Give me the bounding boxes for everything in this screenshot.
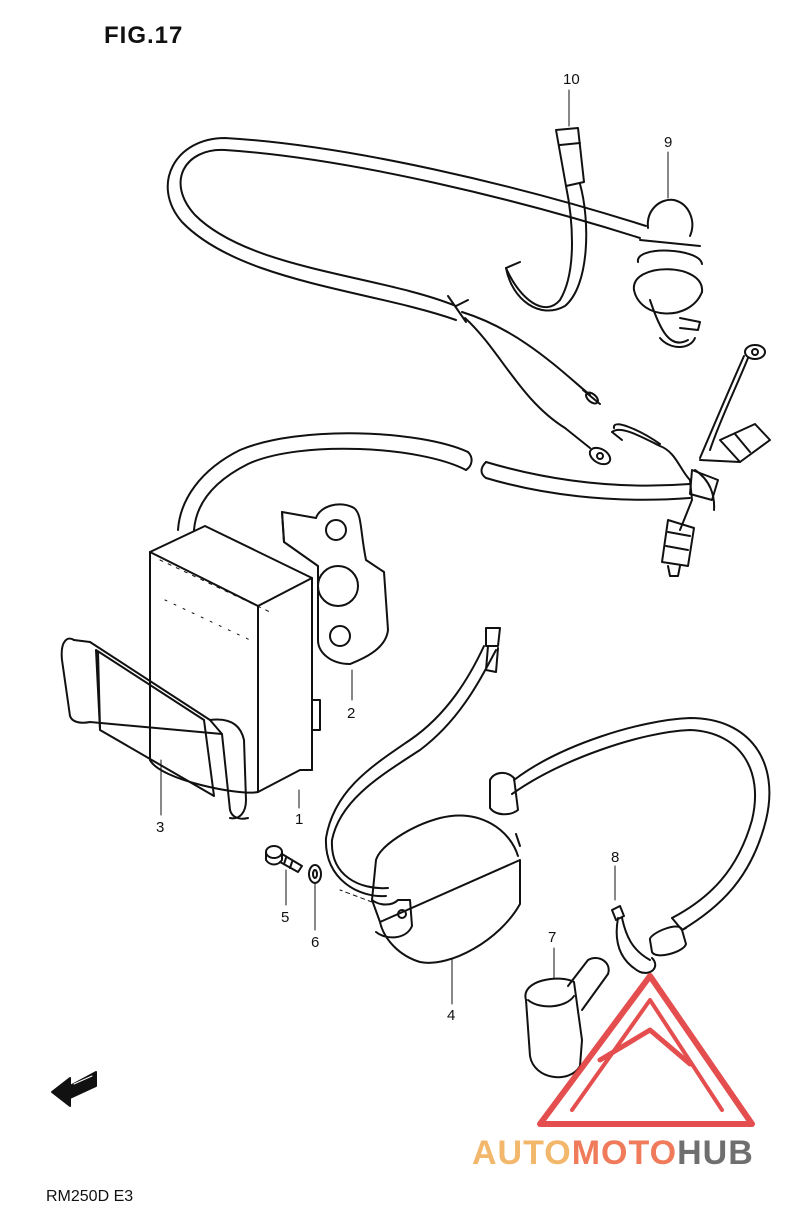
- part-4-ignition-coil: [371, 717, 771, 964]
- model-code: RM250D E3: [46, 1188, 134, 1205]
- part-10-strap: [505, 127, 588, 312]
- callout-8: 8: [611, 849, 620, 866]
- callout-6: 6: [311, 934, 320, 951]
- watermark-auto: AUTO: [472, 1134, 572, 1172]
- part-1-cdi-unit: [149, 525, 321, 794]
- part-8-clip: [611, 905, 657, 974]
- connector-cluster: [611, 344, 771, 577]
- part-2-plate: [281, 503, 389, 665]
- part-5-bolt: [265, 845, 303, 873]
- callout-4: 4: [447, 1007, 456, 1024]
- part-7-plug-cap: [524, 956, 610, 1079]
- callout-2: 2: [347, 705, 356, 722]
- watermark-text: AUTOMOTOHUB: [472, 1134, 754, 1173]
- lower-harness: [177, 432, 691, 531]
- part-6-washer: [308, 864, 322, 884]
- coil-lead: [324, 627, 501, 898]
- callout-3: 3: [156, 819, 165, 836]
- main-harness-upper: [166, 137, 647, 466]
- front-direction-arrow-icon: [51, 1071, 97, 1107]
- part-9-switch: [632, 198, 704, 348]
- part-3-band: [60, 637, 249, 820]
- callout-5: 5: [281, 909, 290, 926]
- callout-7: 7: [548, 929, 557, 946]
- figure-title: FIG.17: [104, 22, 184, 49]
- leader-lines: [160, 89, 669, 1005]
- callout-9: 9: [664, 134, 673, 151]
- callout-10: 10: [563, 71, 580, 88]
- watermark-moto: MOTO: [571, 1134, 678, 1172]
- watermark-hub: HUB: [677, 1134, 754, 1172]
- callout-1: 1: [295, 811, 304, 828]
- watermark-logo: [537, 973, 755, 1127]
